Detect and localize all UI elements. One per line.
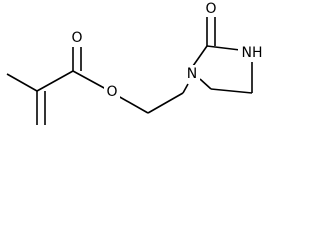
bond-carbonyl-carbon-to-ester-oxygen — [72, 70, 107, 90]
bond-ring-methylene-to-ring-methylene — [210, 88, 253, 94]
bond-methyl-to-alpha-carbon — [6, 73, 38, 92]
ring-nitrogen-label: N — [187, 66, 197, 82]
bond-methylene-2-to-ring-nitrogen — [182, 83, 189, 94]
bond-ring-methylene-to-ring-nitrogen — [199, 78, 212, 90]
urea-oxygen-atom: O — [203, 0, 219, 17]
ring-nh-label: NH — [242, 45, 263, 61]
chemical-structure: O O N O NH — [6, 0, 266, 125]
bond-methylene-1-to-methylene-2 — [147, 92, 184, 114]
ester-oxygen-label: O — [106, 84, 117, 100]
bond-ester-oxygen-to-methylene-1 — [117, 95, 149, 114]
urea-oxygen-label: O — [205, 1, 216, 17]
carbonyl-oxygen-label: O — [71, 30, 82, 46]
ester-oxygen-atom: O — [104, 83, 120, 101]
bond-ring-nitrogen-to-urea-carbon — [192, 45, 208, 67]
carbonyl-oxygen-atom: O — [69, 29, 85, 47]
bond-alpha-carbon-to-carbonyl-carbon — [36, 70, 74, 92]
ring-nh-atom: NH — [238, 44, 266, 62]
bond-urea-carbon-to-ring-nh — [206, 45, 241, 51]
ring-nitrogen-atom: N — [184, 65, 200, 83]
